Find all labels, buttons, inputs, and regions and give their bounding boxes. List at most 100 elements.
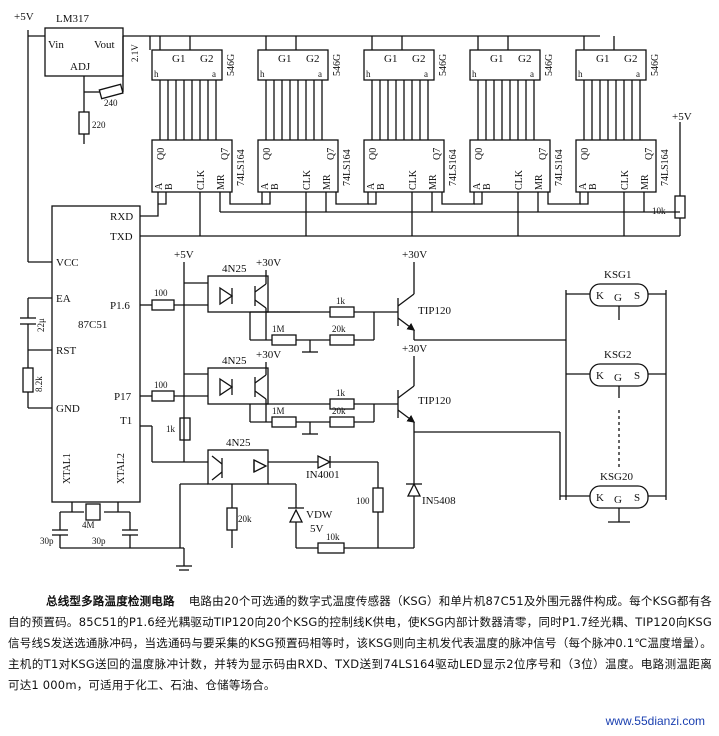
label-r82k: 8.2k: [34, 376, 44, 392]
label-g2: G2: [412, 53, 425, 65]
label-r20k-3: 20k: [238, 514, 252, 524]
label-r1m-2: 1M: [272, 406, 285, 416]
label-lm317: LM317: [56, 13, 90, 25]
label-q7: Q7: [220, 148, 231, 160]
label-xtal1: XTAL1: [62, 453, 73, 484]
label-g2: G2: [624, 53, 637, 65]
label-p17: P17: [114, 391, 132, 403]
label-q7: Q7: [538, 148, 549, 160]
label-crystal: 4M: [82, 520, 95, 530]
label-r100-1: 100: [154, 288, 168, 298]
label-g: G: [614, 494, 622, 506]
label-r20k-1: 20k: [332, 324, 346, 334]
label-seg-h: h: [154, 69, 159, 79]
label-74ls164: 74LS164: [342, 149, 353, 186]
watermark: www.55dianzi.com: [605, 714, 705, 728]
label-k: K: [596, 290, 604, 302]
display-5: G1 G2 h a 546G: [578, 53, 661, 79]
label-546g: 546G: [332, 54, 343, 76]
label-k: K: [596, 370, 604, 382]
label-q7: Q7: [326, 148, 337, 160]
label-ea: EA: [56, 293, 71, 305]
label-in4001: IN4001: [306, 469, 340, 481]
opto-driver-2: [140, 356, 561, 500]
label-q0: Q0: [368, 148, 379, 160]
label-pin-a: A: [154, 182, 165, 190]
mcu-87c51: [20, 205, 192, 571]
label-in5408: IN5408: [422, 495, 456, 507]
label-clk: CLK: [620, 169, 631, 190]
label-g1: G1: [596, 53, 609, 65]
label-seg-h: h: [260, 69, 265, 79]
label-74ls164: 74LS164: [660, 149, 671, 186]
label-74ls164: 74LS164: [554, 149, 565, 186]
label-5v-right: +5V: [672, 111, 692, 123]
label-seg-a: a: [212, 69, 216, 79]
label-30v-3: +30V: [256, 349, 281, 361]
label-seg-h: h: [366, 69, 371, 79]
label-pin-b: B: [482, 183, 493, 190]
label-r10k: 10k: [652, 206, 666, 216]
label-clk: CLK: [514, 169, 525, 190]
label-q0: Q0: [262, 148, 273, 160]
label-30v-1: +30V: [256, 257, 281, 269]
label-opto-3: 4N25: [226, 437, 251, 449]
label-pin-b: B: [270, 183, 281, 190]
shift-register-1: Q0 Q7 A B CLK MR 74LS164: [154, 148, 247, 190]
label-opto-2: 4N25: [222, 355, 247, 367]
label-r220: 220: [92, 120, 106, 130]
label-q7: Q7: [432, 148, 443, 160]
label-seg-a: a: [636, 69, 640, 79]
label-cap22u: 22μ: [36, 318, 46, 332]
label-tip120-2: TIP120: [418, 395, 452, 407]
display-1: G1 G2 h a 546G: [154, 53, 237, 79]
label-rxd: RXD: [110, 211, 133, 223]
label-xtal2: XTAL2: [116, 453, 127, 484]
label-pin-a: A: [578, 182, 589, 190]
label-txd: TXD: [110, 231, 133, 243]
label-k: K: [596, 492, 604, 504]
shift-register-row: [140, 80, 686, 237]
label-pin-a: A: [366, 182, 377, 190]
label-5v-zener: 5V: [310, 523, 324, 535]
opto-receiver: [140, 417, 422, 554]
label-g1: G1: [490, 53, 503, 65]
label-ksg2: KSG2: [604, 349, 632, 361]
label-pin-a: A: [472, 182, 483, 190]
label-2v1: 2.1V: [130, 44, 140, 62]
label-g: G: [614, 292, 622, 304]
label-g1: G1: [384, 53, 397, 65]
label-mr: MR: [216, 174, 227, 190]
label-q0: Q0: [580, 148, 591, 160]
lm317-regulator: [27, 27, 151, 262]
label-seg-h: h: [472, 69, 477, 79]
label-clk: CLK: [408, 169, 419, 190]
label-pin-b: B: [376, 183, 387, 190]
label-adj: ADJ: [70, 61, 91, 73]
label-gnd: GND: [56, 403, 80, 415]
label-c30p-left: 30p: [40, 536, 54, 546]
label-g2: G2: [518, 53, 531, 65]
display-2: G1 G2 h a 546G: [260, 53, 343, 79]
label-mr: MR: [640, 174, 651, 190]
label-t1: T1: [120, 415, 132, 427]
label-vcc: VCC: [56, 257, 79, 269]
label-q7: Q7: [644, 148, 655, 160]
label-tip120-1: TIP120: [418, 305, 452, 317]
label-r1k-1: 1k: [336, 296, 346, 306]
label-546g: 546G: [438, 54, 449, 76]
label-vin: Vin: [48, 39, 64, 51]
label-g: G: [614, 372, 622, 384]
label-pin-a: A: [260, 182, 271, 190]
label-r10k-b: 10k: [326, 532, 340, 542]
label-74ls164: 74LS164: [448, 149, 459, 186]
shift-register-3: Q0 Q7 A B CLK MR 74LS164: [366, 148, 459, 190]
label-r100-2: 100: [154, 380, 168, 390]
label-r20k-2: 20k: [332, 406, 346, 416]
label-seg-a: a: [318, 69, 322, 79]
label-r1m-1: 1M: [272, 324, 285, 334]
label-30v-4: +30V: [402, 343, 427, 355]
opto-driver-1: [140, 262, 566, 462]
label-546g: 546G: [544, 54, 555, 76]
label-opto-1: 4N25: [222, 263, 247, 275]
